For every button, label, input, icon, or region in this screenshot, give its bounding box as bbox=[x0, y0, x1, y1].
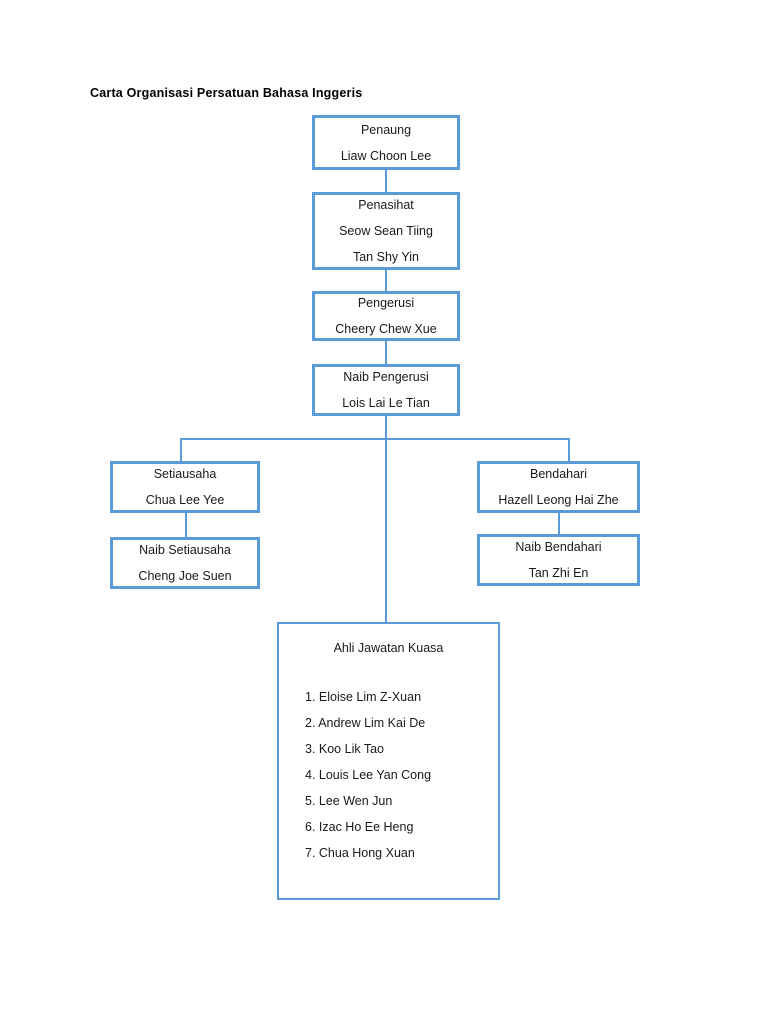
node-penaung-member: Liaw Choon Lee bbox=[340, 148, 432, 163]
committee-member-list: 1. Eloise Lim Z-Xuan 2. Andrew Lim Kai D… bbox=[279, 684, 498, 866]
node-ahli-jawatan-kuasa[interactable]: Ahli Jawatan Kuasa 1. Eloise Lim Z-Xuan … bbox=[277, 622, 500, 900]
node-pengerusi[interactable]: Pengerusi Cheery Chew Xue bbox=[312, 291, 460, 341]
node-setiausaha-role: Setiausaha bbox=[153, 467, 217, 481]
node-naib-setiausaha-member: Cheng Joe Suen bbox=[138, 569, 232, 583]
list-item: 6. Izac Ho Ee Heng bbox=[305, 820, 414, 834]
node-naib-pengerusi-role: Naib Pengerusi bbox=[343, 370, 429, 384]
connector-naib-pengerusi-trunk bbox=[385, 416, 387, 622]
node-penasihat-member-2: Tan Shy Yin bbox=[352, 250, 419, 264]
connector-pengerusi-to-naib-pengerusi bbox=[385, 341, 387, 364]
node-setiausaha-member: Chua Lee Yee bbox=[145, 493, 225, 507]
node-pengerusi-role: Pengerusi bbox=[357, 296, 415, 310]
node-penaung-role: Penaung bbox=[360, 122, 412, 137]
page-title: Carta Organisasi Persatuan Bahasa Ingger… bbox=[90, 86, 363, 100]
node-naib-setiausaha[interactable]: Naib Setiausaha Cheng Joe Suen bbox=[110, 537, 260, 589]
list-item: 5. Lee Wen Jun bbox=[305, 794, 393, 808]
node-ahli-jawatan-kuasa-role: Ahli Jawatan Kuasa bbox=[333, 641, 444, 655]
node-pengerusi-member: Cheery Chew Xue bbox=[335, 322, 437, 336]
list-item: 1. Eloise Lim Z-Xuan bbox=[305, 690, 422, 704]
node-naib-bendahari-role: Naib Bendahari bbox=[515, 540, 602, 554]
list-item: 4. Louis Lee Yan Cong bbox=[305, 768, 432, 782]
node-setiausaha[interactable]: Setiausaha Chua Lee Yee bbox=[110, 461, 260, 513]
node-penasihat[interactable]: Penasihat Seow Sean Tiing Tan Shy Yin bbox=[312, 192, 460, 270]
connector-setiausaha-to-naib-setiausaha bbox=[185, 513, 187, 537]
node-bendahari[interactable]: Bendahari Hazell Leong Hai Zhe bbox=[477, 461, 640, 513]
node-naib-pengerusi[interactable]: Naib Pengerusi Lois Lai Le Tian bbox=[312, 364, 460, 416]
node-naib-bendahari-member: Tan Zhi En bbox=[528, 566, 589, 580]
list-item: 7. Chua Hong Xuan bbox=[305, 846, 415, 860]
node-naib-bendahari[interactable]: Naib Bendahari Tan Zhi En bbox=[477, 534, 640, 586]
node-bendahari-member: Hazell Leong Hai Zhe bbox=[498, 493, 619, 507]
node-penasihat-role: Penasihat bbox=[358, 198, 414, 212]
node-naib-pengerusi-member: Lois Lai Le Tian bbox=[342, 396, 430, 410]
connector-penaung-to-penasihat bbox=[385, 168, 387, 192]
connector-bendahari-to-naib-bendahari bbox=[558, 513, 560, 534]
list-item: 2. Andrew Lim Kai De bbox=[305, 716, 426, 730]
node-penaung[interactable]: Penaung Liaw Choon Lee bbox=[312, 115, 460, 170]
connector-penasihat-to-pengerusi bbox=[385, 270, 387, 291]
connector-fork-bar bbox=[180, 438, 569, 440]
node-naib-setiausaha-role: Naib Setiausaha bbox=[139, 543, 231, 557]
node-bendahari-role: Bendahari bbox=[530, 467, 587, 481]
node-penasihat-member-1: Seow Sean Tiing bbox=[339, 224, 433, 238]
connector-fork-right-drop bbox=[568, 438, 570, 462]
connector-fork-left-drop bbox=[180, 438, 182, 462]
list-item: 3. Koo Lik Tao bbox=[305, 742, 384, 756]
